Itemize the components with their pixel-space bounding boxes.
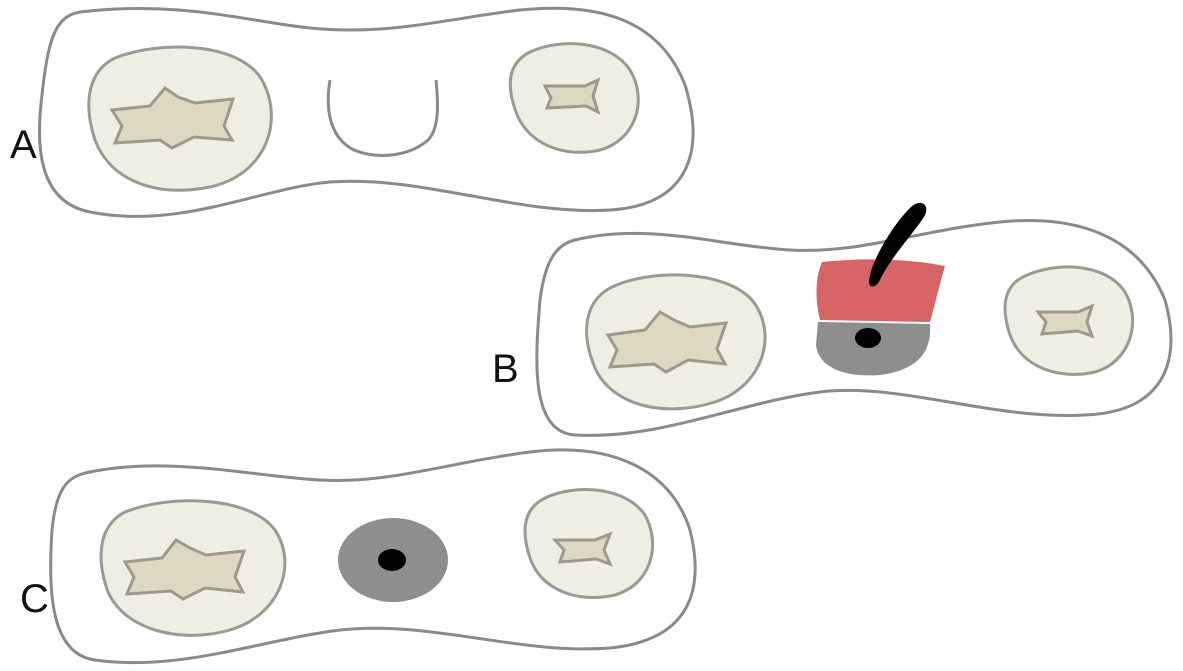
dot-icon (378, 549, 406, 571)
panel-c-right-canal (555, 534, 610, 564)
dot-icon (855, 328, 881, 348)
panel-c: C (20, 450, 695, 663)
panel-c-label: C (20, 577, 49, 621)
panel-b-label: B (492, 347, 519, 391)
panel-a-right-canal (545, 80, 598, 112)
panel-b-right-canal (1038, 306, 1092, 336)
panel-a: A (10, 8, 693, 216)
panel-a-label: A (10, 123, 37, 167)
panel-b: B (492, 203, 1171, 436)
